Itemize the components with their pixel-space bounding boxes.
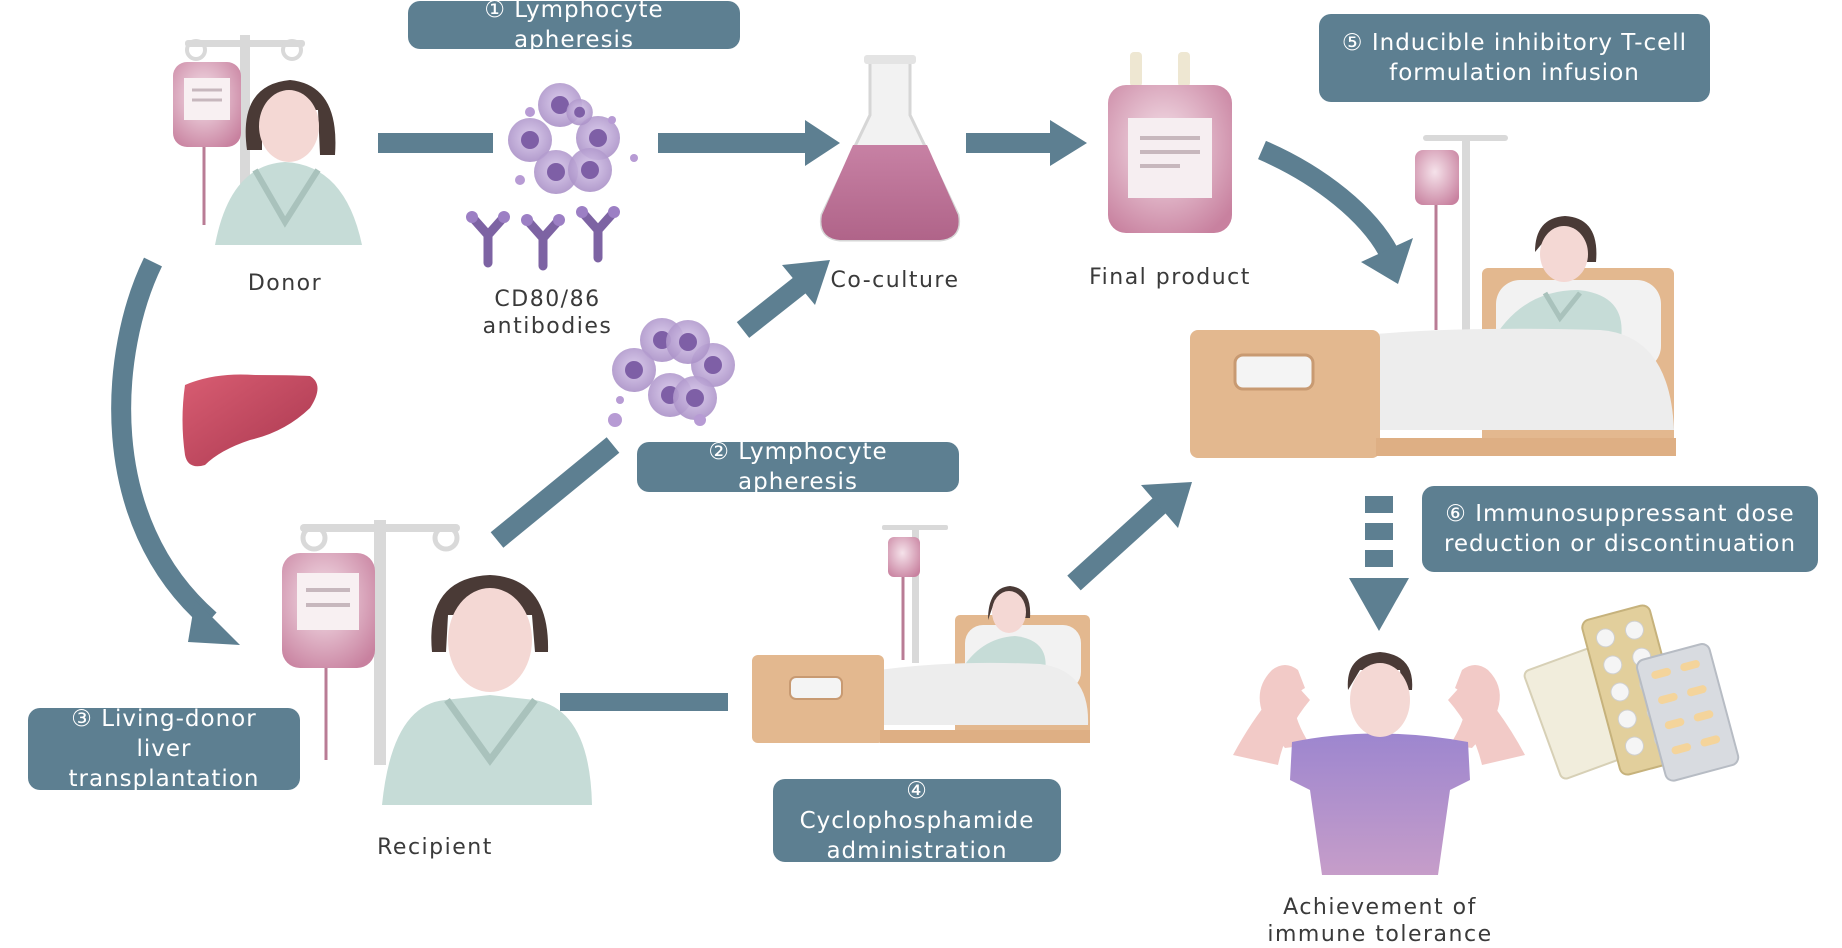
recipient-caption: Recipient (377, 835, 493, 860)
flow-arrows (111, 120, 1413, 711)
step-6-box: ⑥ Immunosuppressant dose reduction or di… (1422, 486, 1818, 572)
recipient-figure (282, 520, 592, 805)
step-2-box: ② Lymphocyte apheresis (637, 439, 959, 495)
step-6-label-line-2: reduction or discontinuation (1443, 531, 1797, 557)
arrow-donor-to-recipient (111, 257, 217, 628)
arrow-apheresis-to-coculture (736, 277, 807, 338)
step-3-label-line-1: ③ Living-donor liver (71, 706, 257, 762)
liver-icon (182, 374, 318, 467)
tshirt (1290, 733, 1470, 875)
gown (215, 162, 362, 245)
antibodies-icon (466, 206, 620, 266)
connector-recipient-to-treatment (560, 693, 728, 711)
donor-figure (173, 35, 362, 245)
arrow-apheresis-to-coculture-head (782, 260, 830, 305)
final-product-bag-icon (1108, 52, 1232, 233)
iv-stand-icon-2 (300, 520, 460, 765)
connector-donor-to-cells (378, 133, 493, 153)
antibodies-caption: CD80/86 antibodies (470, 286, 625, 340)
donor-caption: Donor (247, 271, 323, 296)
arrow-treatment-to-infusion (1067, 497, 1167, 591)
arrow-donor-to-recipient-head (188, 600, 240, 645)
step-1-label: ① Lymphocyte apheresis (484, 0, 664, 53)
step-2-label: ② Lymphocyte apheresis (708, 439, 888, 495)
coculture-caption: Co-culture (830, 268, 960, 293)
treatment-bed-patient (752, 525, 1090, 743)
hair (245, 80, 336, 155)
step-3-label-line-2: transplantation (68, 766, 260, 792)
pill-blister-icon (1523, 604, 1740, 782)
arrow-product-to-patient-head (1361, 238, 1413, 284)
infusion-bed-patient (1190, 135, 1676, 458)
tolerance-caption-line-2: immune tolerance (1267, 922, 1493, 947)
step-1-box: ① Lymphocyte apheresis (408, 0, 740, 53)
step-4-label-line-2: administration (826, 837, 1008, 864)
arrow-product-to-patient (1258, 140, 1399, 260)
step-6-label-line-1: ⑥ Immunosuppressant dose (1445, 501, 1795, 527)
face (259, 90, 319, 162)
arrow-coculture-to-product (966, 120, 1087, 166)
arrow-recipient-to-apheresis (490, 437, 620, 548)
iv-stand-icon (185, 35, 305, 230)
step-4-label-line-1: ④ Cyclophosphamide (799, 777, 1035, 834)
small-blood-bag-icon (1415, 150, 1459, 205)
culture-flask-icon (819, 55, 961, 242)
arrow-treatment-to-infusion-head (1141, 482, 1192, 528)
face-2 (448, 588, 532, 692)
antibodies-caption-line-1: CD80/86 (494, 287, 601, 312)
antibodies-caption-line-2: antibodies (482, 314, 613, 339)
step-4-box: ④ Cyclophosphamide administration (773, 777, 1061, 864)
dashed-arrow-to-tolerance (1349, 496, 1409, 631)
blood-bag-icon (173, 62, 241, 225)
step-5-label-line-1: ⑤ Inducible inhibitory T-cell (1341, 30, 1688, 56)
final-product-caption: Final product (1089, 265, 1251, 290)
small-blood-bag-icon-2 (888, 537, 920, 577)
step-3-box: ③ Living-donor liver transplantation (28, 706, 300, 792)
tolerance-figure (1233, 652, 1525, 875)
step-5-box: ⑤ Inducible inhibitory T-cell formulatio… (1319, 14, 1710, 102)
arrow-cells-to-coculture (658, 120, 840, 166)
tolerance-caption-line-1: Achievement of (1283, 895, 1477, 920)
tolerance-caption: Achievement of immune tolerance (1240, 894, 1520, 948)
lymphocytes-icon-2 (608, 318, 735, 427)
lymphocytes-icon (508, 83, 638, 194)
blood-bag-icon-2 (282, 553, 375, 760)
step-5-label-line-2: formulation infusion (1389, 60, 1640, 86)
